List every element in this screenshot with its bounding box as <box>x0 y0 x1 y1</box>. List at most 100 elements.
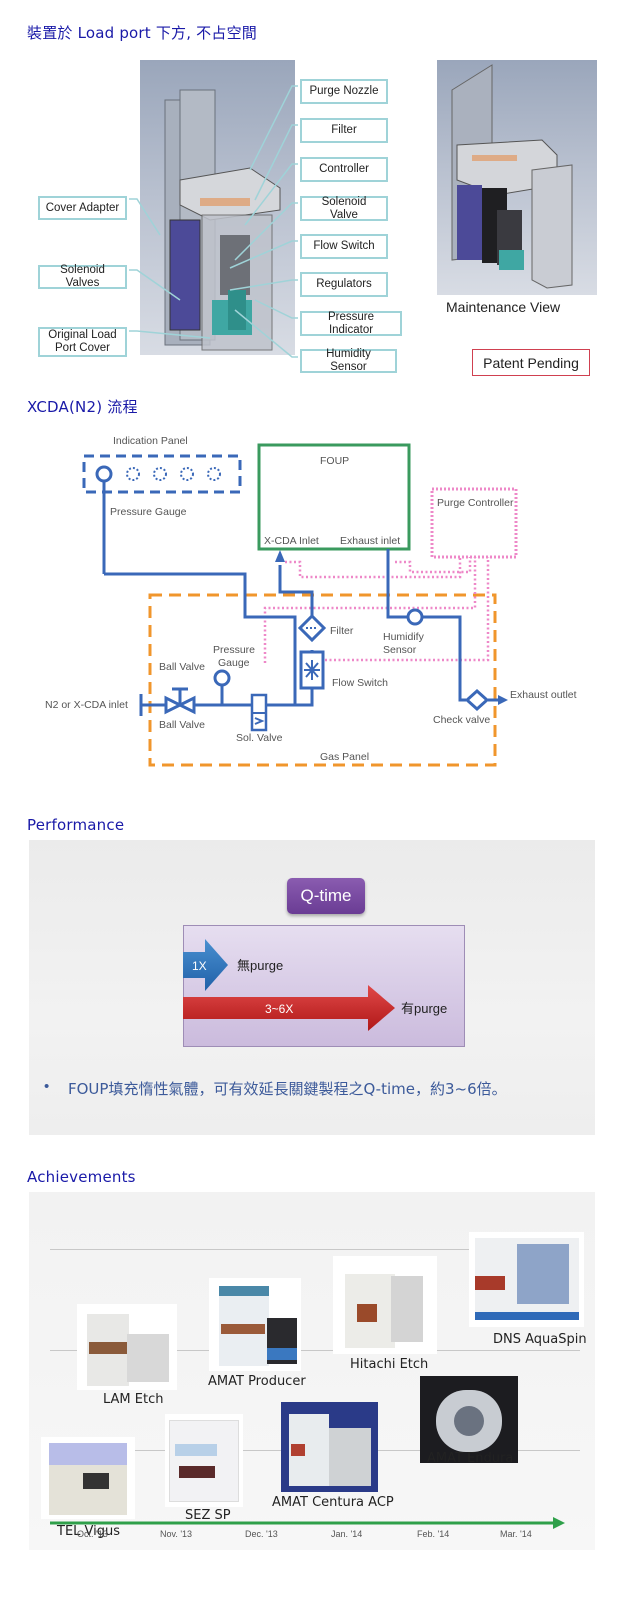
patent-pending-badge: Patent Pending <box>472 349 590 376</box>
tool-label-tel-vigus: TEL Vigus <box>57 1524 121 1539</box>
xcda-inlet-arrow-icon <box>275 550 285 562</box>
humidity-sensor-icon <box>406 608 424 626</box>
callout-controller: Controller <box>300 157 388 182</box>
sol-valve-icon <box>250 693 268 732</box>
guide-line <box>50 1350 580 1351</box>
timeline-month: Jan. '14 <box>331 1529 363 1539</box>
callout-text: Original Load Port Cover <box>48 329 117 354</box>
label-filter: Filter <box>330 625 354 637</box>
callout-purge-nozzle: Purge Nozzle <box>300 79 388 104</box>
indicator-light-icon <box>180 467 194 481</box>
qtime-comparison-box <box>183 925 465 1047</box>
tool-label-amat-endura: AMAT Endura <box>427 1451 514 1466</box>
exhaust-outlet-arrow-icon <box>498 695 508 705</box>
xcda-flow-diagram: Indication Panel Pressure Gauge FOUP X-C… <box>45 435 577 767</box>
timeline-month: Mar. '14 <box>500 1529 532 1539</box>
indicator-light-icon <box>153 467 167 481</box>
performance-bullet-text: FOUP填充惰性氣體，可有效延長關鍵製程之Q-time，約3~6倍。 <box>68 1080 507 1098</box>
label-pressure-line1: Pressure <box>213 644 255 656</box>
purge-module-render <box>140 60 295 355</box>
with-purge-arrow <box>183 985 395 1031</box>
callout-text: Cover Adapter <box>45 201 120 214</box>
label-flow-switch: Flow Switch <box>332 677 388 689</box>
label-exhaust-inlet: Exhaust inlet <box>340 535 400 547</box>
callout-text: Flow Switch <box>313 240 375 252</box>
pressure-gauge-icon <box>213 669 231 687</box>
no-purge-value: 1X <box>192 959 207 973</box>
tool-label-hitachi-etch: Hitachi Etch <box>350 1357 429 1372</box>
callout-flow-switch: Flow Switch <box>300 234 388 259</box>
ball-valve-icon <box>164 687 196 715</box>
callout-pressure-indicator: Pressure Indicator <box>300 311 402 336</box>
section-heading-xcda-flow: XCDA(N2) 流程 <box>27 398 138 416</box>
callout-text: Filter <box>331 124 357 136</box>
tool-photo-amat-endura <box>420 1376 518 1463</box>
guide-line <box>50 1249 580 1250</box>
callout-cover-adapter: Cover Adapter <box>38 196 127 220</box>
tool-photo-sez-sp <box>165 1414 243 1507</box>
label-gas-panel: Gas Panel <box>320 751 369 763</box>
filter-icon <box>297 613 327 643</box>
bullet-dot: • <box>44 1078 50 1095</box>
maintenance-illustration <box>451 64 573 289</box>
tool-photo-amat-producer <box>209 1278 301 1371</box>
callout-text: Regulators <box>316 278 372 290</box>
tool-photo-tel-vigus <box>41 1437 135 1519</box>
no-purge-label: 無purge <box>237 958 283 973</box>
callout-text: Controller <box>319 163 369 175</box>
tool-photo-amat-centura-acp <box>281 1402 378 1492</box>
indicator-light-icon <box>126 467 140 481</box>
indicator-light-icon <box>207 467 221 481</box>
callout-solenoid-valves: Solenoid Valves <box>38 264 127 289</box>
tool-label-lam-etch: LAM Etch <box>103 1392 164 1407</box>
label-foup: FOUP <box>320 455 349 467</box>
no-purge-arrow <box>183 939 228 991</box>
label-ball-valve-bottom: Ball Valve <box>159 719 205 731</box>
foup-box <box>257 443 411 551</box>
callout-text: Solenoid Valves <box>60 264 105 289</box>
timeline-month: Feb. '14 <box>417 1529 450 1539</box>
tool-label-sez-sp: SEZ SP <box>185 1508 231 1523</box>
with-purge-label: 有purge <box>401 1001 447 1016</box>
check-valve-icon <box>464 688 490 712</box>
tool-label-amat-centura-acp: AMAT Centura ACP <box>272 1495 394 1510</box>
callout-text: Purge Nozzle <box>309 85 379 97</box>
label-ball-valve-top: Ball Valve <box>159 661 205 673</box>
callout-filter: Filter <box>300 118 388 143</box>
tool-label-amat-producer: AMAT Producer <box>208 1374 306 1389</box>
maintenance-view-render <box>437 60 597 295</box>
callout-leader-lines <box>129 85 298 358</box>
tool-label-dns-aquaspin: DNS AquaSpin <box>493 1332 587 1347</box>
label-pressure-gauge-top: Pressure Gauge <box>110 506 187 518</box>
callout-humidity-sensor: Humidity Sensor <box>300 348 397 373</box>
callout-solenoid-valve: Solenoid Valve <box>300 196 388 221</box>
callout-text: Solenoid Valve <box>321 195 367 221</box>
gas-panel-box <box>148 593 497 767</box>
section-heading-performance: Performance <box>27 816 125 834</box>
timeline-month: Nov. '13 <box>160 1529 193 1539</box>
tool-photo-dns-aquaspin <box>469 1232 584 1327</box>
callout-original-load-port-cover: Original Load Port Cover <box>38 327 127 357</box>
tool-photo-hitachi-etch <box>333 1256 437 1354</box>
cutaway-illustration <box>164 89 281 351</box>
callout-text: Pressure Indicator <box>327 310 375 336</box>
label-xcda-inlet: X-CDA Inlet <box>264 535 319 547</box>
label-humidify-line1: Humidify <box>383 631 425 643</box>
label-indication-panel: Indication Panel <box>113 435 188 447</box>
timeline-month: Oct. '13 <box>77 1529 108 1539</box>
label-humidify-line2: Sensor <box>383 644 417 656</box>
label-purge-controller: Purge Controller <box>437 497 514 509</box>
patent-pending-text: Patent Pending <box>483 354 579 371</box>
panel-gauge-icon <box>95 465 113 483</box>
tool-photo-lam-etch <box>77 1304 177 1390</box>
qtime-arrows: 1X 無purge 3~6X 有purge <box>183 939 447 1031</box>
label-exhaust-outlet: Exhaust outlet <box>510 689 577 701</box>
section-heading-load-port: 裝置於 Load port 下方, 不占空間 <box>27 24 257 42</box>
label-inlet: N2 or X-CDA inlet <box>45 699 128 711</box>
qtime-label: Q-time <box>300 886 352 905</box>
callout-text: Humidity Sensor <box>326 348 371 373</box>
label-sol-valve: Sol. Valve <box>236 732 283 744</box>
timeline-arrow <box>50 1517 565 1529</box>
with-purge-value: 3~6X <box>265 1002 293 1016</box>
callout-regulators: Regulators <box>300 272 388 297</box>
